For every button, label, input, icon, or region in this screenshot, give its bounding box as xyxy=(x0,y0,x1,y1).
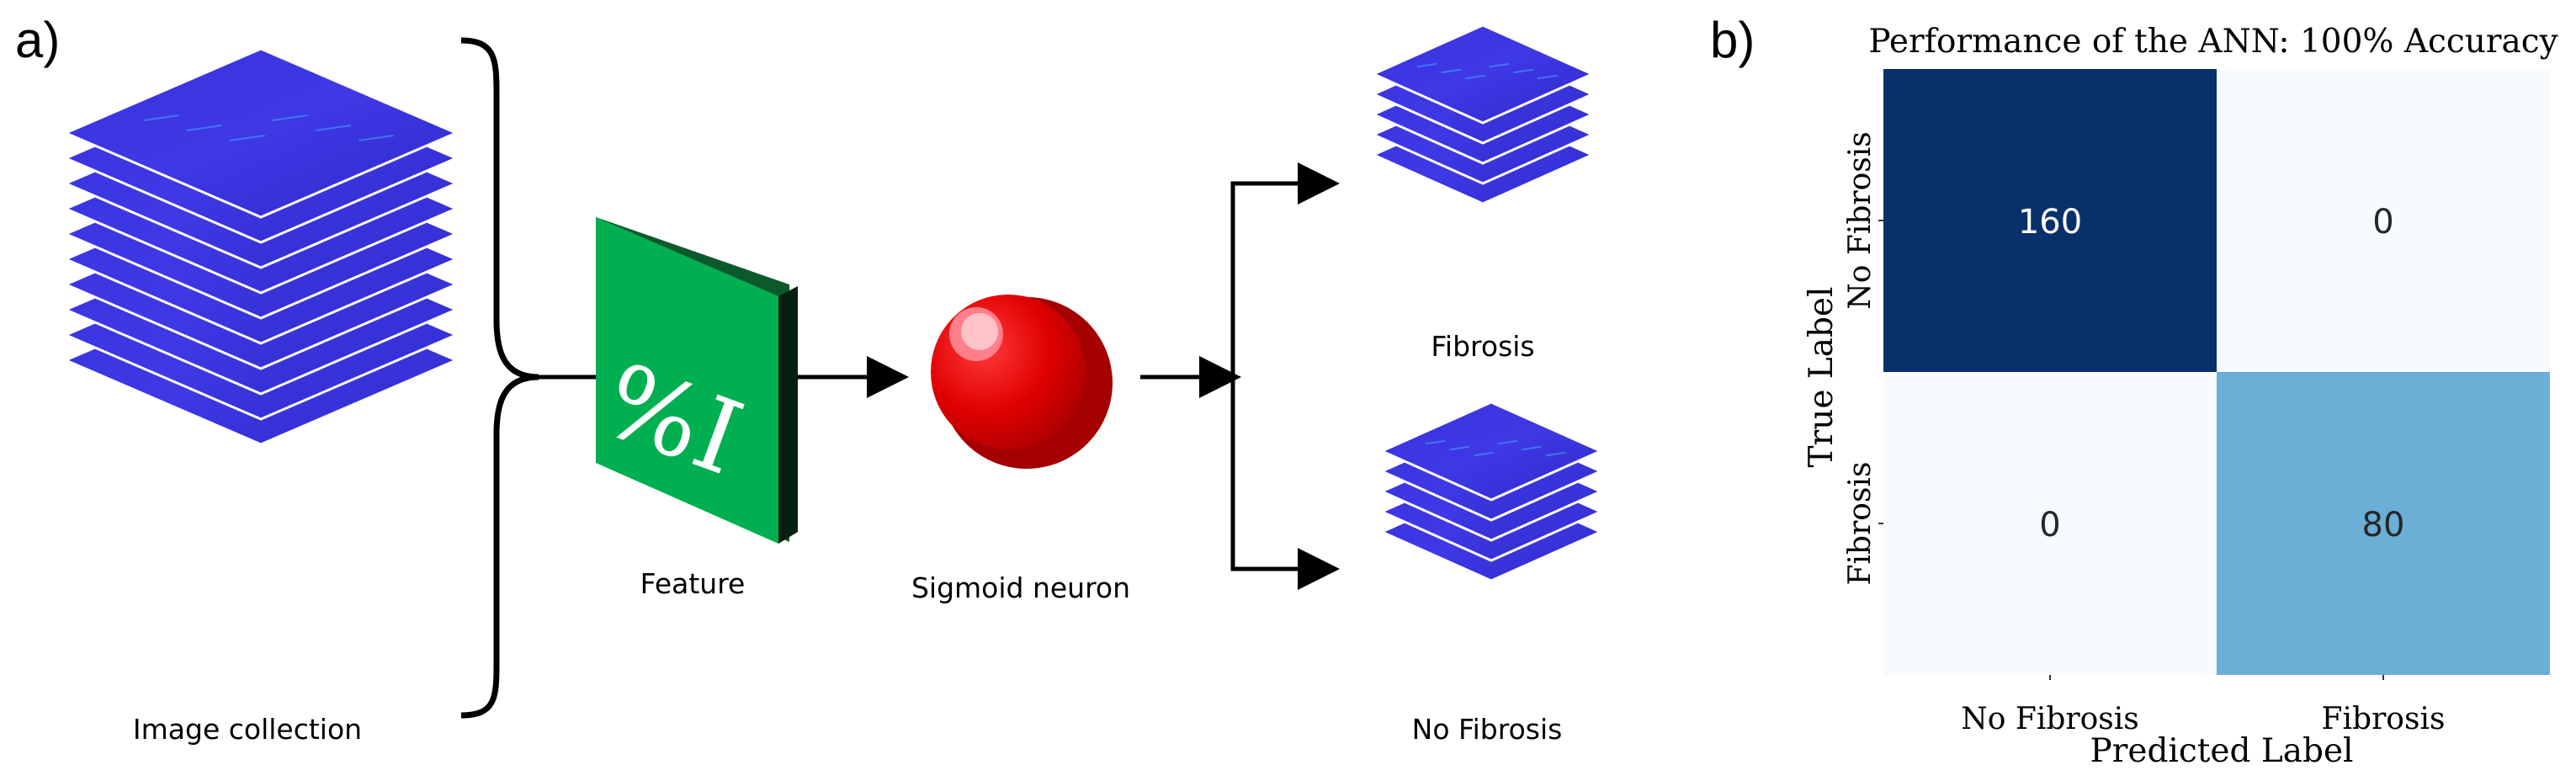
fibrosis-stack xyxy=(1370,24,1596,205)
image-layer xyxy=(1378,401,1604,502)
x-tick-label: No Fibrosis xyxy=(1961,702,2139,736)
texture-streak xyxy=(1489,62,1510,68)
heatmap-cell xyxy=(2217,372,2550,675)
texture-streak xyxy=(1522,445,1542,451)
texture-streak xyxy=(1497,439,1518,445)
chart-title: Performance of the ANN: 100% Accuracy xyxy=(1868,23,2557,61)
fibrosis-label: Fibrosis xyxy=(1431,330,1534,363)
grouping-brace xyxy=(460,37,539,719)
image-layer xyxy=(1370,24,1596,125)
y-tick-label: No Fibrosis xyxy=(1843,131,1878,310)
texture-streak xyxy=(1474,451,1494,457)
no-fibrosis-label: No Fibrosis xyxy=(1412,713,1563,746)
texture-streak xyxy=(143,114,179,121)
heatmap-cell xyxy=(1883,372,2217,675)
cell-value-label: 160 xyxy=(2018,203,2082,242)
feature-block xyxy=(596,217,798,544)
heatmap-cell xyxy=(1883,69,2217,372)
texture-streak xyxy=(229,135,265,141)
image-collection-label: Image collection xyxy=(133,713,362,746)
image-layer xyxy=(62,47,459,219)
texture-streak xyxy=(1416,62,1437,68)
x-axis-label: Predicted Label xyxy=(2090,732,2353,770)
no-fibrosis-stack xyxy=(1378,401,1604,582)
texture-streak xyxy=(358,135,394,141)
texture-streak xyxy=(1449,445,1470,451)
cell-value-label: 0 xyxy=(2039,506,2060,545)
texture-streak xyxy=(1545,451,1566,457)
split-connector xyxy=(1230,181,1330,571)
texture-streak xyxy=(1465,74,1485,80)
panel-b-label: b) xyxy=(1710,12,1755,68)
image-collection-stack xyxy=(62,47,459,446)
cell-value-label: 0 xyxy=(2372,203,2393,242)
panel-a-label: a) xyxy=(15,12,60,68)
texture-streak xyxy=(1441,68,1462,74)
texture-streak xyxy=(315,125,351,131)
texture-streak xyxy=(1537,74,1558,80)
cell-value-label: 80 xyxy=(2362,506,2405,545)
x-tick-label: Fibrosis xyxy=(2322,702,2446,736)
heatmap-cell xyxy=(2217,69,2550,372)
sigmoid-neuron-label: Sigmoid neuron xyxy=(911,571,1130,604)
texture-streak xyxy=(186,125,222,131)
feature-label: Feature xyxy=(640,567,746,600)
texture-streak xyxy=(1425,439,1446,445)
y-tick-label: Fibrosis xyxy=(1843,462,1878,586)
sigmoid-neuron xyxy=(931,295,1113,469)
texture-streak xyxy=(1513,68,1533,74)
y-axis-label: True Label xyxy=(1803,287,1840,468)
texture-streak xyxy=(272,114,308,121)
